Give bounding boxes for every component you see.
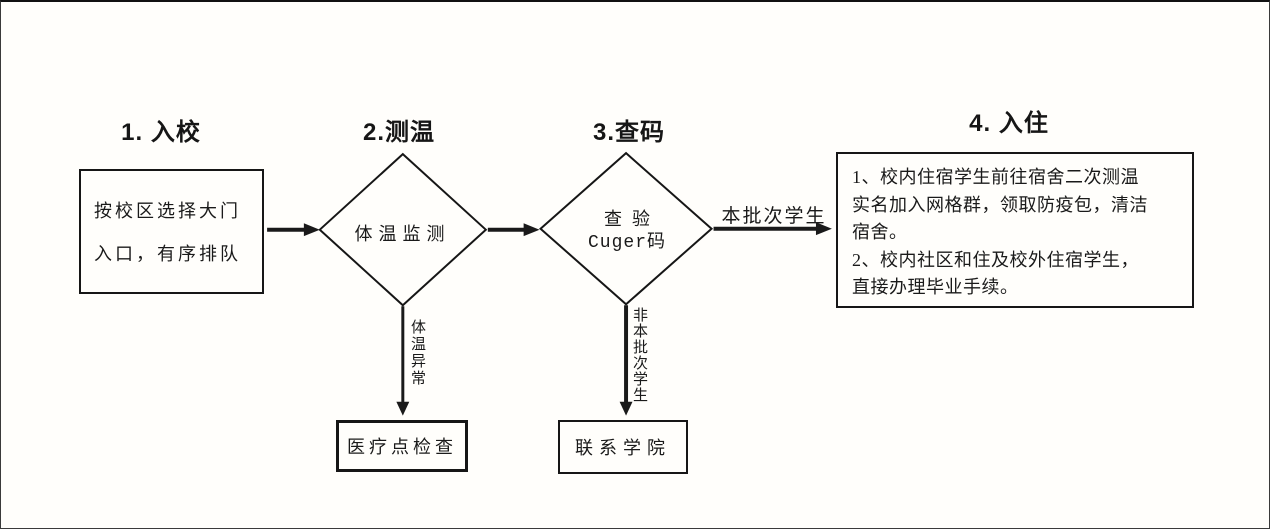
temp-abnormal-edge-label: 体温异常 [409, 319, 425, 387]
checkin-box-line: 实名加入网格群，领取防疫包，清洁 [852, 194, 1148, 215]
code-diamond-label-line1: 查验 [604, 209, 660, 229]
checkin-box-line: 直接办理毕业手续。 [852, 277, 1019, 297]
temp-check-diamond-shape [318, 152, 488, 307]
entry-process-box: 按校区选择大门 入口，有序排队 [79, 169, 264, 294]
code-diamond-label-line2: Cuger码 [587, 233, 666, 253]
temp-to-medical-arrowhead-icon [396, 401, 410, 416]
entry-box-line1: 按校区选择大门 [94, 201, 241, 221]
code-diamond-label: 查验 Cuger码 [541, 207, 713, 255]
stage-title-enter-school: 1. 入校 [121, 119, 201, 146]
stage-title-check-in: 4. 入住 [969, 110, 1049, 137]
code-to-checkin-arrowhead-icon [815, 222, 832, 236]
checkin-box-line: 1、校内住宿学生前往宿舍二次测温 [852, 167, 1139, 187]
code-to-college-arrowhead-icon [619, 401, 633, 416]
temp-to-code-arrowhead-icon [523, 223, 540, 237]
checkin-box-line: 2、校内社区和住及校外住宿学生， [852, 249, 1139, 270]
checkin-process-box: 1、校内住宿学生前往宿舍二次测温 实名加入网格群，领取防疫包，清洁 宿舍。 2、… [836, 152, 1194, 308]
entry-box-line2: 入口，有序排队 [94, 244, 241, 264]
stage-title-code-check: 3.查码 [592, 119, 665, 146]
code-check-diamond-shape [539, 151, 714, 306]
checkin-box-line: 宿舍。 [852, 222, 908, 242]
temp-diamond-label: 体温监测 [354, 224, 451, 244]
contact-college-box: 联系学院 [558, 420, 688, 474]
stage-title-temp-measure: 2.测温 [362, 119, 435, 146]
medical-point-box: 医疗点检查 [336, 420, 468, 472]
entry-to-temp-arrowhead-icon [303, 223, 320, 237]
non-batch-edge-label: 非本批次学生 [631, 307, 647, 403]
current-batch-edge-label: 本批次学生 [721, 206, 827, 227]
